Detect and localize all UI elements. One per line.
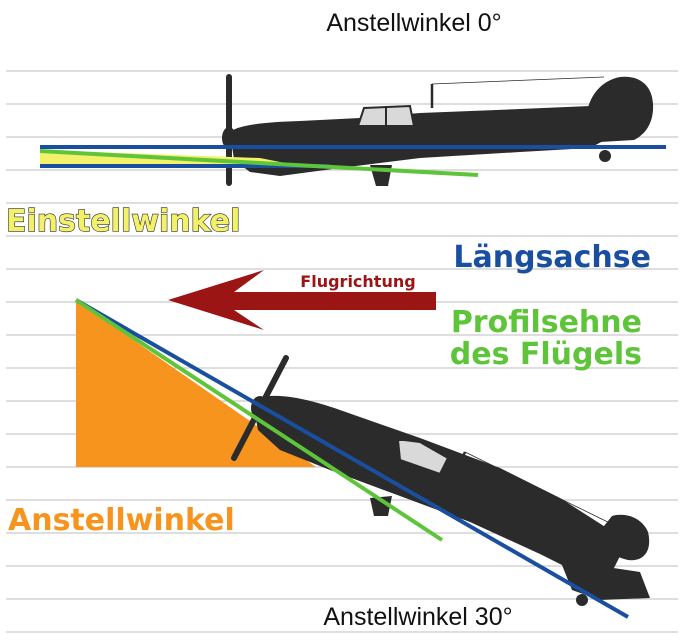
label-profilsehne-line1: Profilsehne xyxy=(451,305,642,340)
title-top: Anstellwinkel 0° xyxy=(326,9,501,37)
title-bottom: Anstellwinkel 30° xyxy=(323,603,512,631)
anstellwinkel-triangle xyxy=(76,300,316,467)
label-laengsachse: Längsachse xyxy=(453,240,651,275)
arrow-left-icon xyxy=(168,270,436,330)
label-profilsehne-line2: des Flügels xyxy=(450,337,642,372)
label-anstellwinkel: Anstellwinkel xyxy=(8,503,235,538)
airplane-side-icon xyxy=(222,74,654,186)
profilsehne-line-top xyxy=(39,149,479,177)
airplane-side-icon xyxy=(231,355,650,606)
label-flugrichtung: Flugrichtung xyxy=(300,272,415,291)
label-einstellwinkel: Einstellwinkel xyxy=(6,204,240,239)
laengsachse-line-bottom xyxy=(75,298,629,619)
profilsehne-line-bottom xyxy=(74,298,444,542)
